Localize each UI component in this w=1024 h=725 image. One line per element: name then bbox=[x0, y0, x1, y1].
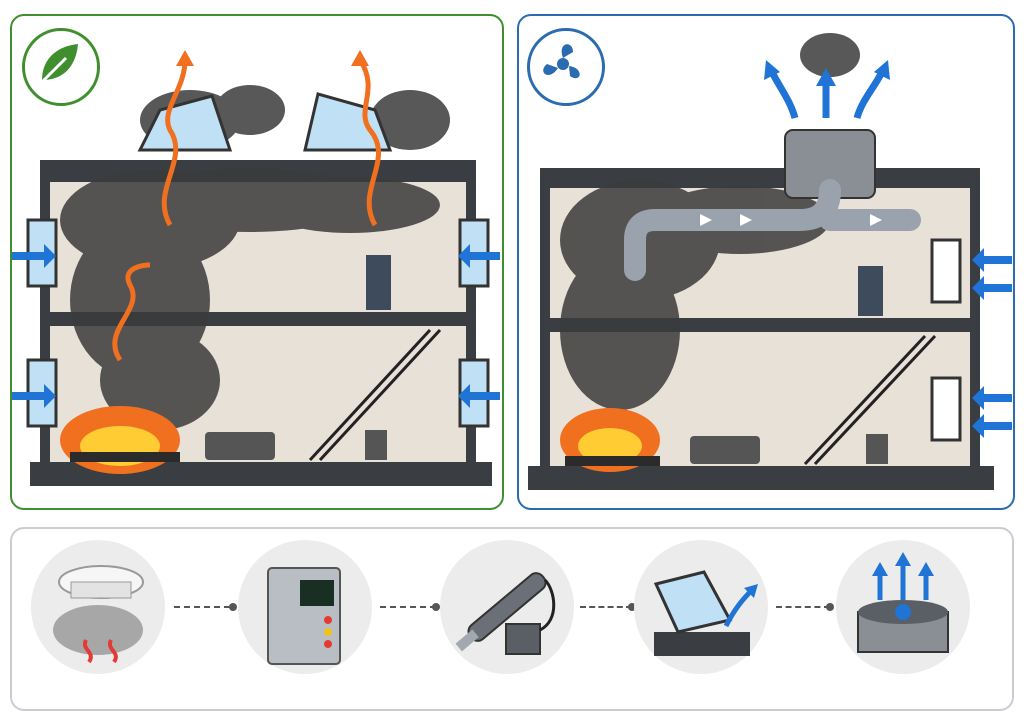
roof-vent-right bbox=[303, 92, 393, 152]
roof-vent-icon bbox=[634, 540, 768, 674]
hot-smoke-arrows bbox=[112, 58, 382, 362]
intake-arrows bbox=[972, 248, 1012, 438]
exhaust-fan-icon bbox=[836, 540, 970, 674]
exhaust-arrow-heads bbox=[764, 60, 890, 86]
connector-dot bbox=[432, 603, 440, 611]
natural-badge bbox=[22, 28, 100, 106]
exhaust-arrows bbox=[768, 70, 886, 120]
right-wall bbox=[466, 168, 476, 468]
arrow-head-right bbox=[351, 50, 369, 66]
left-wall bbox=[40, 168, 50, 468]
control-panel-icon bbox=[238, 540, 372, 674]
connector-dot bbox=[229, 603, 237, 611]
duct-flow-arrows bbox=[700, 214, 882, 226]
connector-line bbox=[174, 606, 230, 608]
sofa-2 bbox=[690, 436, 760, 464]
connector-line bbox=[776, 606, 830, 608]
arrow-head-left bbox=[176, 50, 194, 66]
fan-icon bbox=[543, 44, 580, 79]
chair bbox=[365, 430, 387, 460]
right-wall-2 bbox=[970, 176, 980, 476]
left-wall-2 bbox=[540, 176, 550, 476]
fire bbox=[60, 406, 180, 474]
wall-louvres bbox=[930, 238, 962, 442]
fire-2 bbox=[560, 408, 660, 472]
sofa bbox=[205, 432, 275, 460]
connector-dot bbox=[826, 603, 834, 611]
roof-vent-left bbox=[137, 94, 233, 152]
door-2 bbox=[858, 266, 883, 316]
smoke-detector-icon bbox=[31, 540, 165, 674]
connector-line bbox=[380, 606, 436, 608]
mechanical-badge bbox=[527, 28, 605, 106]
connector-line bbox=[580, 606, 632, 608]
connector-dot bbox=[628, 603, 636, 611]
linear-actuator-icon bbox=[440, 540, 574, 674]
door bbox=[366, 255, 391, 310]
leaf-icon bbox=[38, 44, 78, 86]
roof-slab-2 bbox=[540, 168, 980, 188]
chair-2 bbox=[866, 434, 888, 464]
staircase bbox=[308, 328, 442, 462]
fresh-air-arrows bbox=[12, 244, 500, 408]
staircase-2 bbox=[803, 334, 937, 466]
